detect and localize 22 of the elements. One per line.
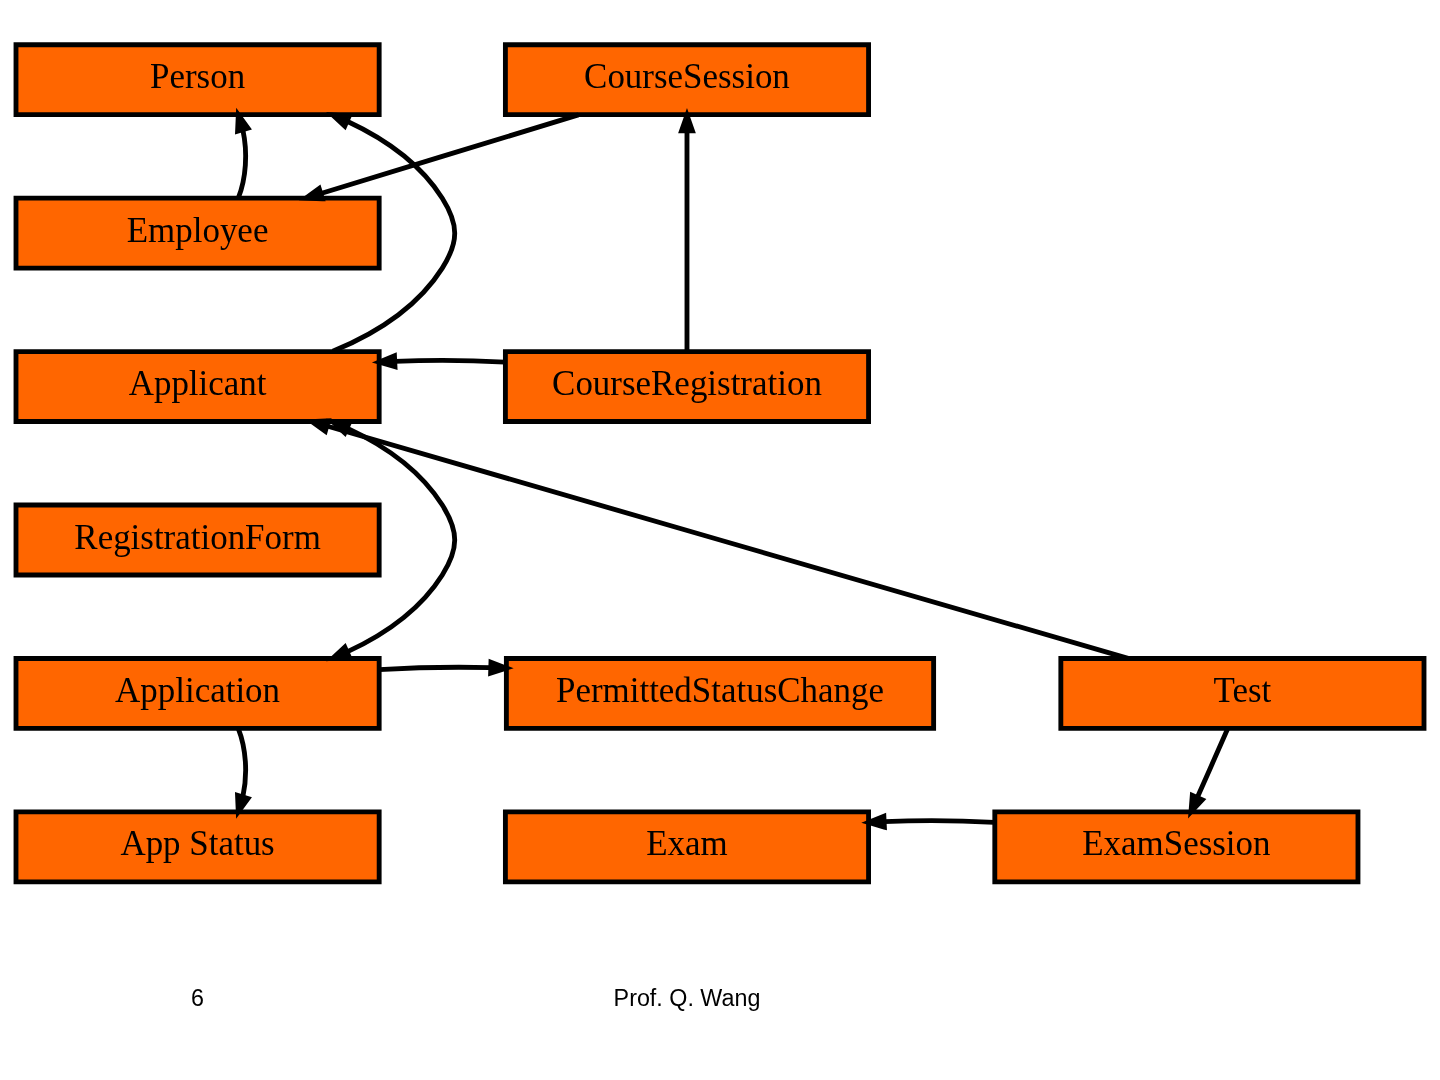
arrow [235, 107, 252, 199]
arrow [379, 658, 514, 677]
node-box: Application [13, 656, 382, 731]
node-box: Test [1058, 656, 1427, 731]
node-box: Employee [13, 195, 382, 271]
node-box: CourseRegistration [502, 349, 871, 424]
node-box: RegistrationForm [13, 502, 382, 578]
arrow [234, 727, 252, 819]
arrow [861, 812, 995, 831]
node-box: Person [13, 42, 382, 118]
node-box: PermittedStatusChange [503, 656, 937, 731]
node-box: ExamSession [992, 809, 1361, 885]
node-box: CourseSession [502, 42, 871, 118]
label: 6 [191, 985, 205, 1012]
label: Prof. Q. Wang [613, 985, 761, 1012]
arrow [298, 112, 580, 202]
node-box: Exam [502, 809, 871, 885]
node-box: Applicant [13, 349, 382, 424]
arrow [371, 352, 505, 371]
node-box: App Status [13, 809, 382, 885]
arrow [1188, 727, 1230, 819]
arrow [678, 107, 696, 351]
